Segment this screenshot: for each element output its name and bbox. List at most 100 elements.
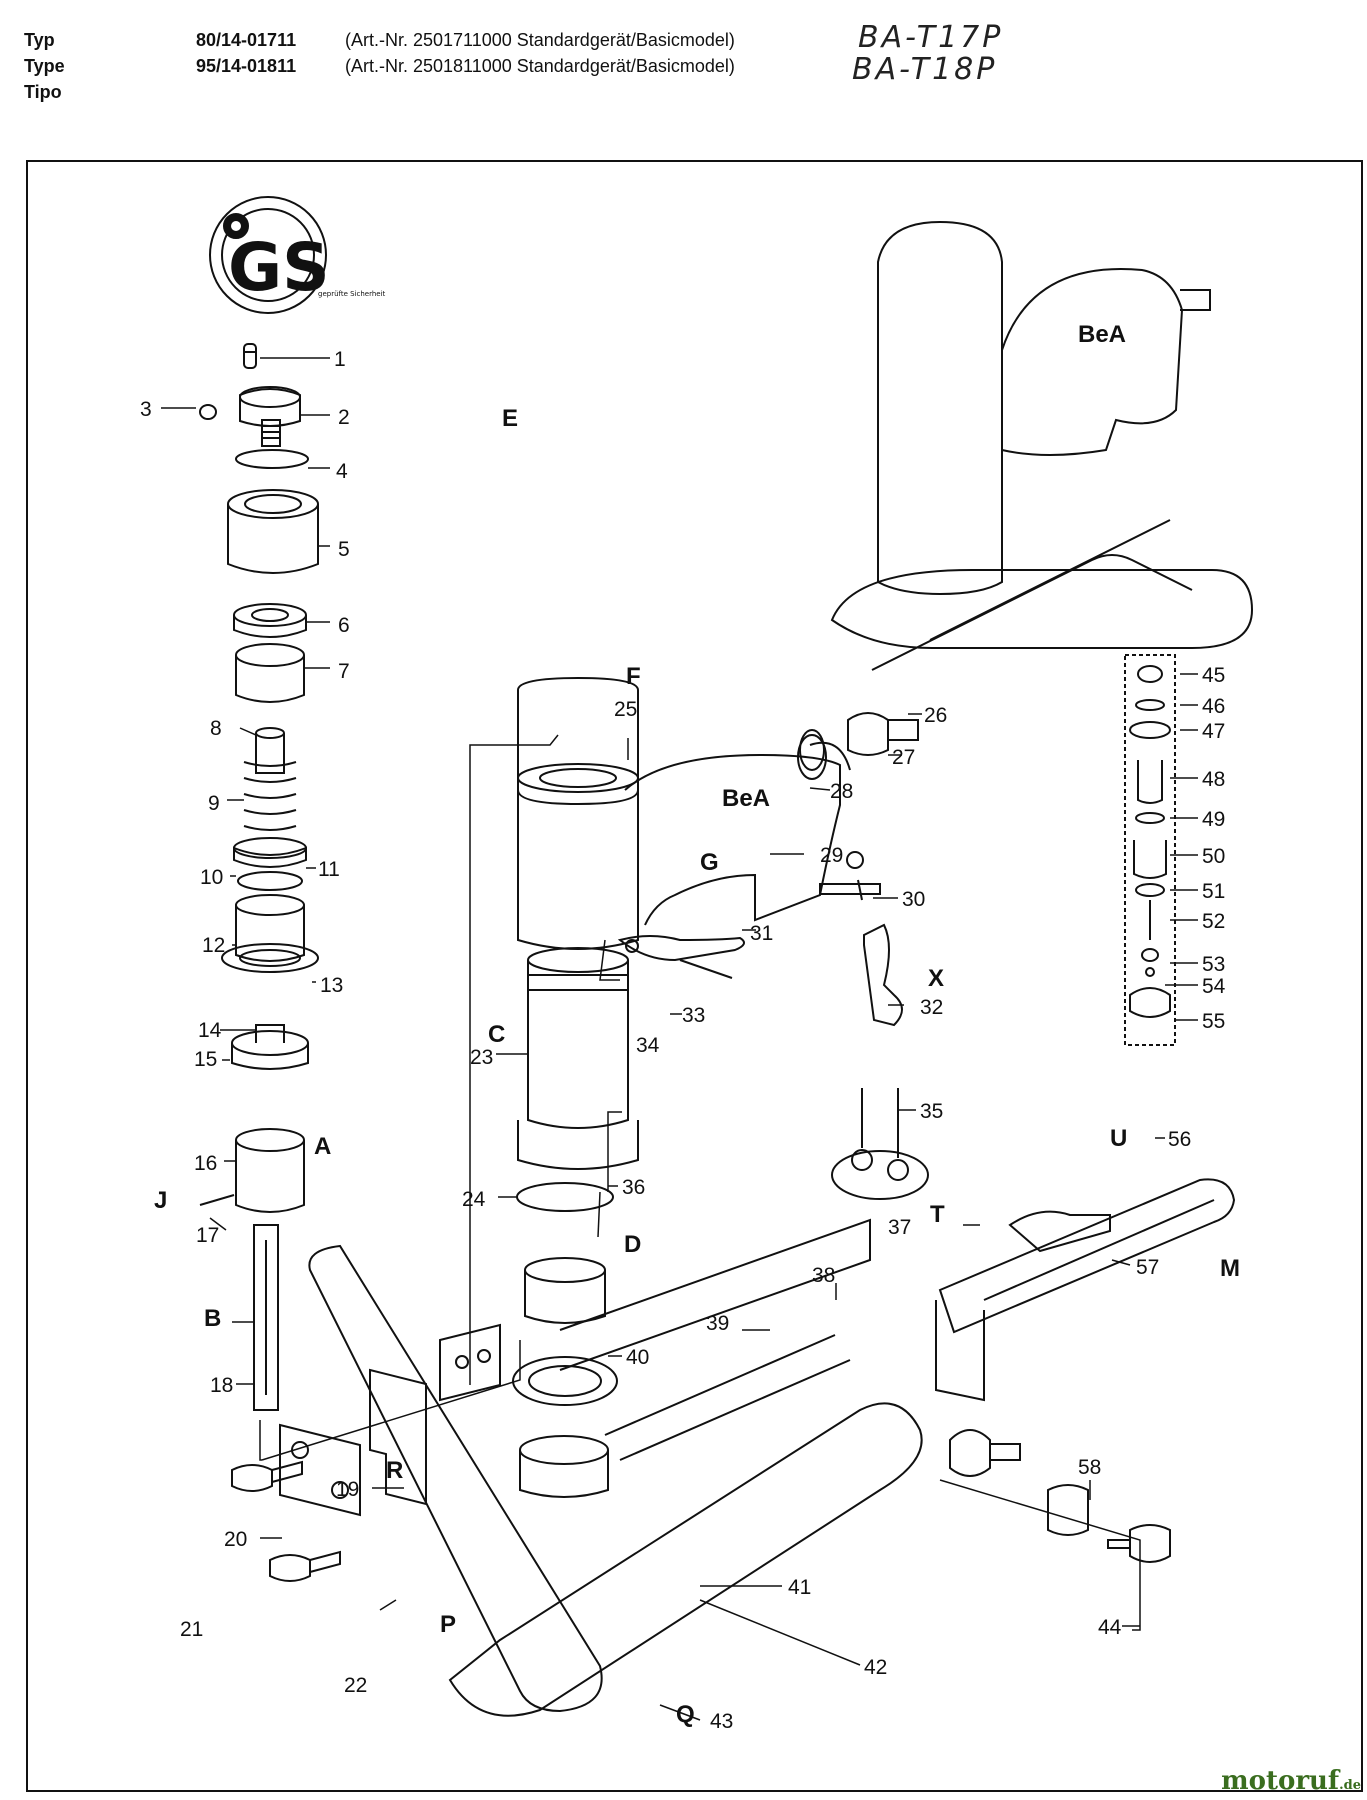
header-label-tipo: Tipo bbox=[24, 82, 62, 102]
header-label-typ: Typ bbox=[24, 30, 55, 50]
type-number-1: 80/14-01711 bbox=[196, 30, 297, 50]
part-number-texts: 1 2 3 4 5 6 7 8 9 10 11 12 13 14 15 16 1… bbox=[140, 348, 1226, 1733]
part-label-29: 29 bbox=[820, 844, 843, 867]
part-label-31: 31 bbox=[750, 922, 773, 945]
part-label-27: 27 bbox=[892, 746, 915, 769]
part-label-33: 33 bbox=[682, 1004, 705, 1027]
tool-body-housing: BeA bbox=[517, 676, 851, 950]
group-letter-p: P bbox=[440, 1611, 456, 1638]
type-number-2: 95/14-01811 bbox=[196, 56, 297, 76]
part-label-51: 51 bbox=[1202, 880, 1225, 903]
part-label-55: 55 bbox=[1202, 1010, 1225, 1033]
part-label-25: 25 bbox=[614, 698, 637, 721]
group-letter-a: A bbox=[314, 1133, 331, 1160]
part-label-10: 10 bbox=[200, 866, 223, 889]
group-letter-f: F bbox=[626, 663, 641, 690]
part-label-13: 13 bbox=[320, 974, 343, 997]
part-label-18: 18 bbox=[210, 1374, 233, 1397]
watermark-name: motoruf bbox=[1221, 1766, 1340, 1796]
guide-tube bbox=[512, 947, 639, 1498]
part-labels bbox=[161, 357, 1198, 1721]
part-label-9: 9 bbox=[208, 792, 220, 815]
part-label-40: 40 bbox=[626, 1346, 649, 1369]
part-label-45: 45 bbox=[1202, 664, 1225, 687]
part-label-42: 42 bbox=[864, 1656, 887, 1679]
part-label-22: 22 bbox=[344, 1674, 367, 1697]
part-label-44: 44 bbox=[1098, 1616, 1122, 1639]
part-label-47: 47 bbox=[1202, 720, 1225, 743]
article-number-1: (Art.-Nr. 2501711000 Standardgerät/Basic… bbox=[345, 30, 735, 50]
part-label-52: 52 bbox=[1202, 910, 1225, 933]
part-label-32: 32 bbox=[920, 996, 943, 1019]
group-letter-x: X bbox=[928, 965, 944, 992]
handwritten-model-2: BA-T18P bbox=[852, 52, 998, 87]
part-label-17: 17 bbox=[196, 1224, 219, 1247]
part-label-30: 30 bbox=[902, 888, 925, 911]
handwritten-model-1: BA-T17P bbox=[858, 20, 1004, 55]
part-label-1: 1 bbox=[334, 348, 346, 371]
part-label-23: 23 bbox=[470, 1046, 493, 1069]
part-label-36: 36 bbox=[622, 1176, 645, 1199]
part-label-38: 38 bbox=[812, 1264, 835, 1287]
part-label-34: 34 bbox=[636, 1034, 660, 1057]
part-label-8: 8 bbox=[210, 717, 222, 740]
diagram-frame bbox=[26, 160, 1363, 1792]
group-letter-j: J bbox=[154, 1187, 167, 1214]
part-label-12: 12 bbox=[202, 934, 225, 957]
gs-logo-text: GS bbox=[228, 229, 330, 306]
trigger-assembly bbox=[617, 923, 929, 1200]
group-letter-u: U bbox=[1110, 1125, 1127, 1152]
part-label-20: 20 bbox=[224, 1528, 247, 1551]
group-letter-b: B bbox=[204, 1305, 221, 1332]
group-letter-m: M bbox=[1220, 1255, 1240, 1282]
air-inlet-fitting bbox=[799, 712, 919, 901]
part-label-4: 4 bbox=[336, 460, 348, 483]
part-label-46: 46 bbox=[1202, 695, 1225, 718]
part-label-15: 15 bbox=[194, 1048, 217, 1071]
part-label-56: 56 bbox=[1168, 1128, 1191, 1151]
group-letter-texts: E F G C A J B D R P Q T U M X bbox=[154, 405, 1240, 1728]
part-label-35: 35 bbox=[920, 1100, 943, 1123]
gs-certification-mark: GS geprüfte Sicherheit bbox=[209, 196, 386, 314]
group-letter-r: R bbox=[386, 1457, 403, 1484]
part-label-57: 57 bbox=[1136, 1256, 1159, 1279]
part-label-48: 48 bbox=[1202, 768, 1225, 791]
group-letter-g: G bbox=[700, 849, 719, 876]
part-label-41: 41 bbox=[788, 1576, 811, 1599]
part-label-50: 50 bbox=[1202, 845, 1225, 868]
watermark: motoruf.de bbox=[1221, 1766, 1361, 1796]
part-label-49: 49 bbox=[1202, 808, 1225, 831]
part-label-43: 43 bbox=[710, 1710, 733, 1733]
part-label-14: 14 bbox=[198, 1019, 222, 1042]
cylinder-head-assembly bbox=[199, 343, 319, 1411]
part-label-39: 39 bbox=[706, 1312, 729, 1335]
part-label-19: 19 bbox=[336, 1478, 359, 1501]
part-label-2: 2 bbox=[338, 406, 350, 429]
part-label-21: 21 bbox=[180, 1618, 203, 1641]
staple-magazine bbox=[935, 1178, 1236, 1402]
watermark-tld: .de bbox=[1339, 1778, 1361, 1793]
base-foot bbox=[231, 1218, 1171, 1717]
part-label-16: 16 bbox=[194, 1152, 217, 1175]
part-label-5: 5 bbox=[338, 538, 350, 561]
header-label-type: Type bbox=[24, 56, 65, 76]
part-label-53: 53 bbox=[1202, 953, 1225, 976]
group-letter-c: C bbox=[488, 1021, 505, 1048]
part-label-24: 24 bbox=[462, 1188, 486, 1211]
assembled-stapler-illustration: BeA bbox=[830, 220, 1254, 671]
part-label-28: 28 bbox=[830, 780, 853, 803]
assembly-guide-lines bbox=[259, 734, 1141, 1631]
article-number-2: (Art.-Nr. 2501811000 Standardgerät/Basic… bbox=[345, 56, 735, 76]
part-label-58: 58 bbox=[1078, 1456, 1101, 1479]
group-letter-q: Q bbox=[676, 1701, 695, 1728]
part-label-7: 7 bbox=[338, 660, 350, 683]
trigger-valve-stack bbox=[1124, 654, 1176, 1046]
part-label-3: 3 bbox=[140, 398, 152, 421]
brand-logo-assembled: BeA bbox=[1078, 321, 1126, 348]
group-letter-d: D bbox=[624, 1231, 641, 1258]
group-letter-e: E bbox=[502, 405, 518, 432]
part-label-6: 6 bbox=[338, 614, 350, 637]
part-label-37: 37 bbox=[888, 1216, 911, 1239]
gs-sub-text: geprüfte Sicherheit bbox=[318, 290, 386, 298]
